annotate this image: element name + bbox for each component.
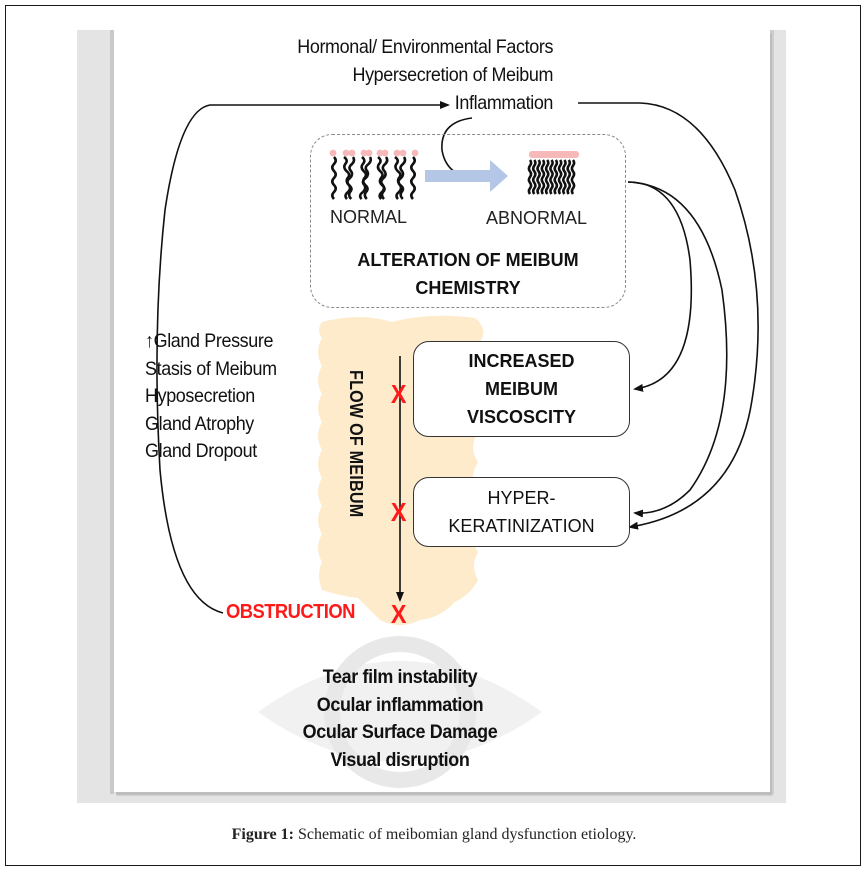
alteration-chemistry-title: ALTERATION OF MEIBUM CHEMISTRY (318, 246, 618, 302)
meibum-chemistry-box (310, 134, 626, 308)
blockage-x-icon: X (390, 497, 407, 527)
sheet-shadow-left (110, 30, 114, 794)
feedback-arrow-left (156, 101, 450, 614)
lipid-tail (358, 156, 373, 200)
normal-lipid-layer-icon (329, 149, 419, 200)
gland-consequence-item: Gland Atrophy (145, 412, 254, 435)
factor-hypersecretion: Hypersecretion of Meibum (352, 64, 553, 86)
chemistry-to-keratinization-arrow (627, 181, 728, 518)
lipid-tail (540, 159, 546, 195)
factor-inflammation: Inflammation (454, 92, 554, 114)
factor-hormonal-environmental: Hormonal/ Environmental Factors (297, 36, 553, 58)
lipid-tail (536, 159, 541, 195)
etiological-factors: Hormonal/ Environmental Factors Hypersec… (297, 33, 553, 117)
ocular-effect-item: Ocular Surface Damage (302, 721, 498, 743)
blockage-x-icon: X (390, 599, 407, 629)
figure-caption-label: Figure 1: (231, 826, 294, 843)
gland-consequence-item: Hyposecretion (145, 385, 255, 407)
abnormal-label: ABNORMAL (486, 208, 588, 228)
blockage-x-icon: X (390, 379, 407, 409)
lipid-tail (527, 159, 533, 195)
lipid-tail (330, 156, 338, 200)
viscosity-line: MEIBUM (485, 379, 558, 399)
lipid-tail (342, 155, 353, 200)
lipid-tail (394, 155, 405, 200)
ocular-effect-item: Tear film instability (322, 666, 478, 688)
lipid-head (360, 149, 368, 157)
ocular-effects-list: Tear film instability Ocular inflammatio… (250, 664, 550, 774)
obstruction-label: OBSTRUCTION (226, 601, 355, 623)
inflammation-to-keratinization-arrow (578, 102, 759, 530)
lipid-tail (553, 159, 559, 195)
viscosity-line: INCREASED (468, 351, 575, 371)
gland-consequence-item: Stasis of Meibum (145, 357, 277, 380)
keratinization-line: KERATINIZATION (448, 516, 595, 536)
viscosity-line: VISCOSCITY (466, 407, 577, 427)
lipid-tail (562, 159, 567, 195)
lipid-head (342, 149, 350, 157)
lipid-head (376, 149, 384, 157)
flow-of-meibum-label: FLOW OF MEIBUM (346, 370, 366, 518)
lipid-head-layer (529, 151, 579, 158)
lipid-tail (549, 159, 554, 195)
gland-consequence-item: Gland Dropout (145, 440, 257, 462)
lipid-tail (409, 156, 417, 200)
lipid-head (381, 149, 389, 157)
lipid-tail (566, 159, 572, 195)
eye-watermark-icon (258, 636, 542, 788)
ocular-effect-item: Ocular inflammation (316, 693, 484, 716)
lipid-head (399, 149, 407, 157)
lipid-tail (557, 159, 563, 195)
keratinization-line: HYPER- (487, 488, 556, 508)
chemistry-transition-arrow (425, 160, 508, 192)
alteration-title-line1: ALTERATION OF MEIBUM (357, 250, 579, 270)
abnormal-lipid-layer-icon (527, 151, 579, 195)
lipid-head (348, 149, 356, 157)
lipid-head (365, 149, 373, 157)
lipid-tail (344, 156, 356, 200)
chemistry-to-viscosity-arrow (627, 181, 693, 392)
lipid-tail (570, 159, 576, 195)
increased-viscosity-box: INCREASED MEIBUM VISCOSCITY (413, 341, 630, 437)
gland-consequences-list: ↑Gland Pressure Stasis of Meibum Hyposec… (145, 328, 277, 466)
gland-consequence-item: ↑Gland Pressure (145, 330, 274, 352)
hyperkeratinization-box: HYPER- KERATINIZATION (413, 477, 630, 547)
figure-caption-text: Schematic of meibomian gland dysfunction… (293, 826, 637, 843)
lipid-tail (395, 156, 407, 200)
ocular-effect-item: Visual disruption (330, 748, 470, 771)
lipid-head (393, 149, 401, 157)
lipid-tail (531, 159, 537, 195)
alteration-title-line2: CHEMISTRY (415, 278, 521, 298)
lipid-tail (544, 159, 550, 195)
figure-caption: Figure 1: Schematic of meibomian gland d… (0, 826, 868, 844)
sheet-shadow-right (770, 30, 774, 794)
lipid-tail (378, 156, 389, 200)
lipid-head (411, 149, 419, 157)
normal-label: NORMAL (330, 207, 408, 227)
